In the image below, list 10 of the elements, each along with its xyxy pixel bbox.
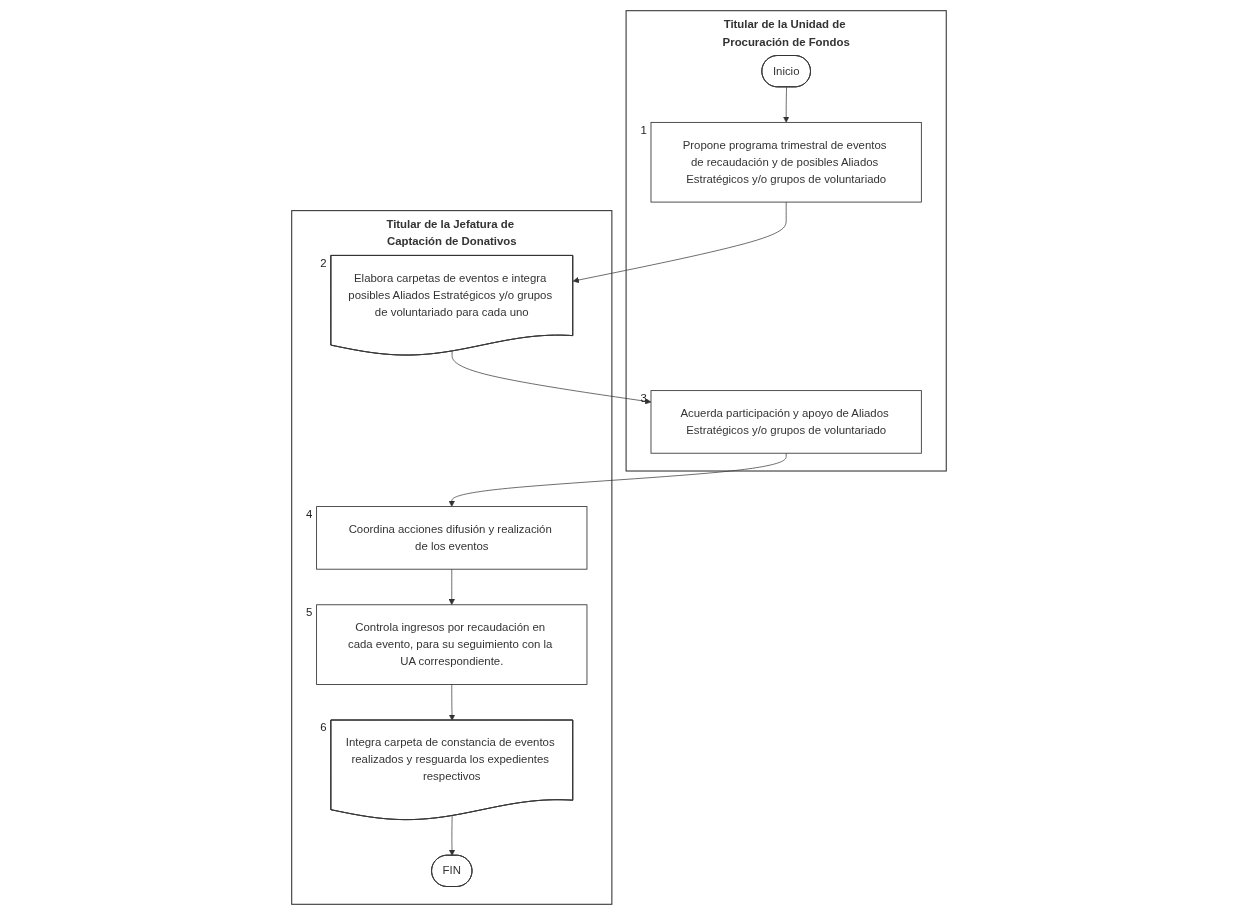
node-box: Acuerda participación y apoyo de Aliados Estratégicos y/o grupos de voluntariado — [650, 390, 922, 454]
node-label: 3 — [640, 392, 647, 404]
node-label: 2 — [320, 256, 327, 269]
node-label: 6 — [320, 721, 327, 734]
node-box: Coordina acciones difusión y realización de los eventos — [316, 506, 588, 570]
node-label: 4 — [306, 507, 313, 520]
node-label: 1 — [640, 123, 647, 136]
node-box: Controla ingresos por recaudación en cada evento, para su seguimiento con la UA correspondiente. — [316, 604, 588, 685]
node-box: Propone programa trimestral de eventos de recaudación y de posibles Aliados Estratégicos y/o grupos de voluntariado — [650, 121, 922, 203]
node-label: 5 — [306, 606, 313, 619]
